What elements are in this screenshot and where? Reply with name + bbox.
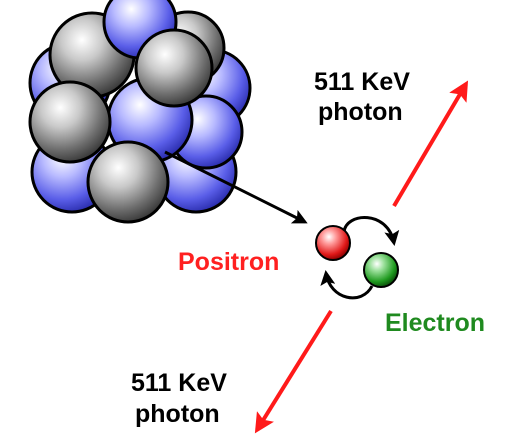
photon-arrow-bottom	[254, 309, 333, 434]
photon-arrow-top	[392, 80, 469, 208]
orbit-arrow-lower	[320, 270, 374, 300]
photon-label-bottom-line1: 511 KeV	[131, 369, 227, 397]
positron-sphere-icon	[315, 225, 351, 261]
electron-sphere-icon	[363, 252, 399, 288]
photon-label-top-line2: photon	[318, 98, 403, 126]
photon-label-top-line1: 511 KeV	[314, 68, 410, 96]
nucleus-icon	[28, 0, 252, 224]
electron-label: Electron	[385, 309, 485, 337]
photon-label-bottom-line2: photon	[135, 400, 220, 428]
positron-label: Positron	[178, 248, 279, 276]
orbit-arrow-upper	[342, 216, 400, 246]
emission-arrow	[164, 150, 308, 224]
